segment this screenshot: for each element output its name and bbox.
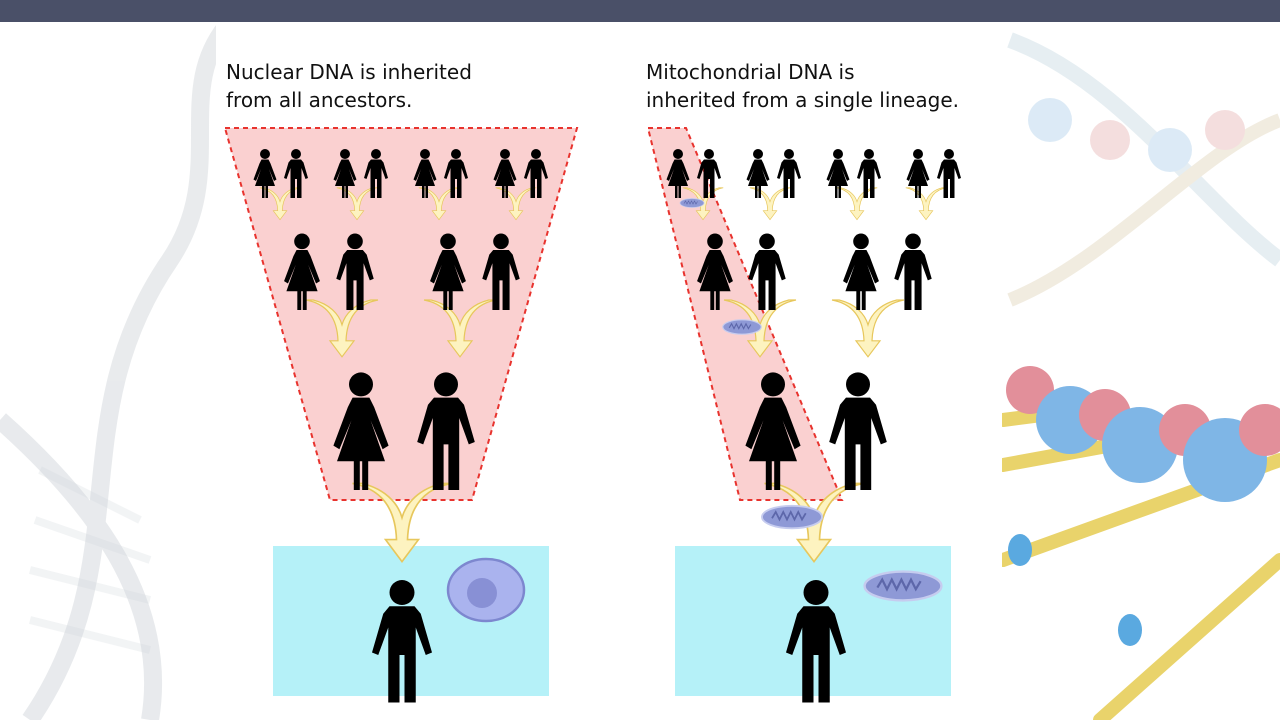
mitochondrial-great-grandparents [666, 149, 961, 198]
nuclear-lineage-region [223, 127, 579, 501]
mitochondrion-icon [761, 504, 823, 530]
dna-helix-strand [22, 22, 237, 720]
mitochondrion-icon [722, 319, 762, 335]
mitochondrial-dna-caption: Mitochondrial DNA is inherited from a si… [646, 60, 959, 112]
female-icon [906, 149, 930, 198]
female-icon [843, 233, 879, 310]
arrow-icon [905, 187, 947, 221]
dna-background [0, 22, 1280, 720]
mitochondrion-icon [863, 570, 943, 602]
male-icon [829, 372, 887, 490]
male-icon [894, 233, 932, 310]
male-icon [937, 149, 961, 198]
nuclear-dna-caption: Nuclear DNA is inherited from all ancest… [226, 60, 472, 112]
header-bar [0, 0, 1280, 22]
arrow-icon [831, 299, 905, 358]
molecule-model [996, 366, 1280, 720]
mitochondrial-lineage-region [646, 127, 844, 501]
dna-helix-strand [0, 413, 163, 720]
mitochondrion-icon [679, 198, 705, 208]
